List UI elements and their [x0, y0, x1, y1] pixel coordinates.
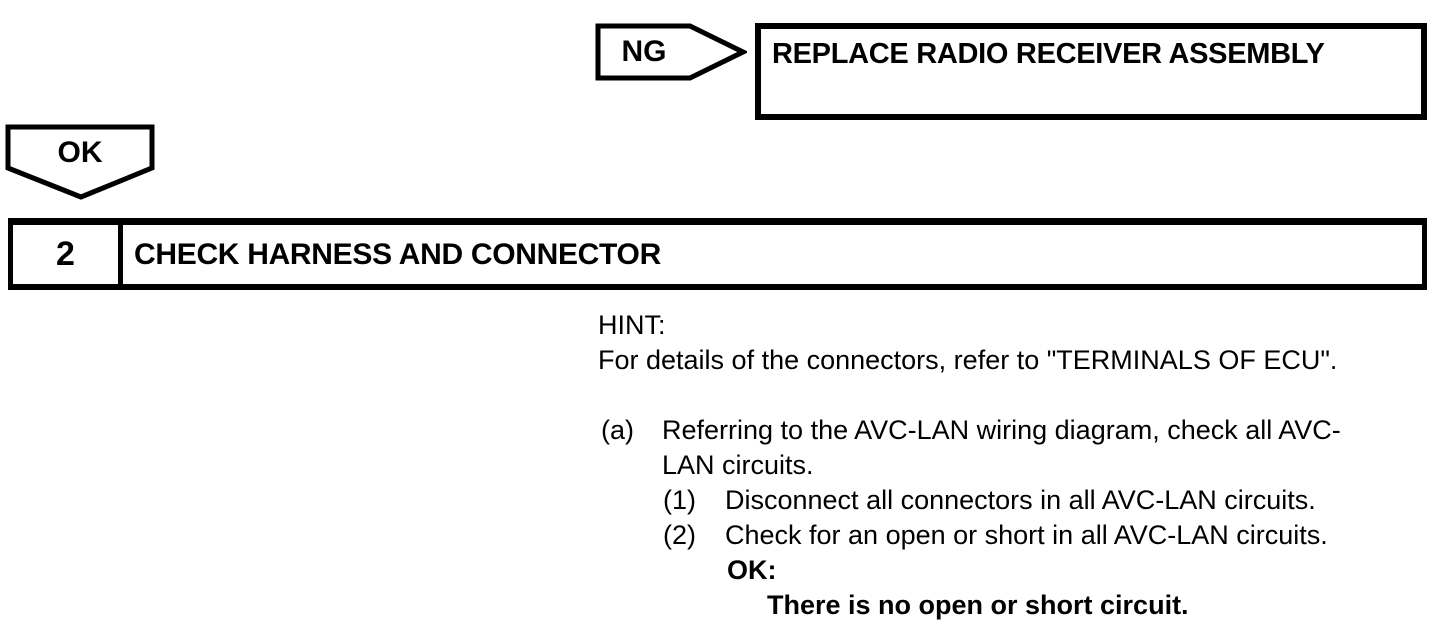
ok-condition-label: OK: — [727, 555, 777, 585]
ok-condition-statement: There is no open or short circuit. — [767, 590, 1189, 620]
ng-label: NG — [621, 35, 667, 68]
ng-result-box: REPLACE RADIO RECEIVER ASSEMBLY — [755, 23, 1427, 120]
ng-arrow-icon — [595, 23, 747, 81]
substep-1-text: Disconnect all connectors in all AVC-LAN… — [725, 485, 1316, 515]
blank-line — [598, 378, 1341, 413]
hint-label: HINT: — [598, 310, 666, 340]
substep-1-marker: (1) — [663, 485, 696, 515]
substep-2-text: Check for an open or short in all AVC-LA… — [725, 520, 1328, 550]
ok-label: OK — [57, 136, 103, 169]
instructions-block: HINT: For details of the connectors, ref… — [598, 308, 1341, 623]
step-a-line1: (a) Referring to the AVC-LAN wiring diag… — [598, 413, 1341, 448]
step-a-marker: (a) — [601, 415, 634, 445]
ng-result-text: REPLACE RADIO RECEIVER ASSEMBLY — [772, 38, 1325, 70]
substep-2-marker: (2) — [663, 520, 696, 550]
substep-2-line: (2) Check for an open or short in all AV… — [598, 518, 1341, 553]
hint-text: For details of the connectors, refer to … — [598, 345, 1338, 375]
step-a-text-line2: LAN circuits. — [662, 450, 814, 480]
substep-1-line: (1) Disconnect all connectors in all AVC… — [598, 483, 1341, 518]
step-a-text-line1: Referring to the AVC-LAN wiring diagram,… — [662, 415, 1341, 445]
step-header-bar: 2 CHECK HARNESS AND CONNECTOR — [8, 218, 1427, 290]
step-number: 2 — [13, 225, 123, 284]
ok-arrow-icon — [5, 124, 155, 200]
step-title: CHECK HARNESS AND CONNECTOR — [134, 237, 661, 271]
